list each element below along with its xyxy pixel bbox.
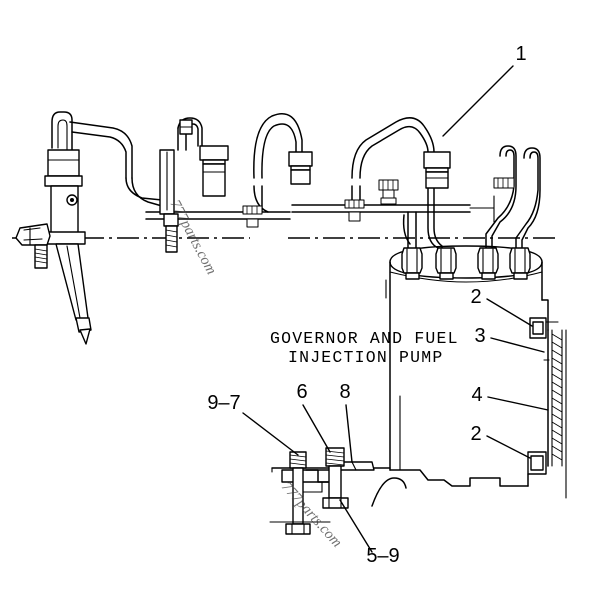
pump-outlet-hex-fittings xyxy=(401,247,531,280)
governor-and-fuel-injection-pump-housing xyxy=(385,245,543,471)
callout-6: 6 xyxy=(296,381,307,403)
fuel-line-coupling-fittings xyxy=(199,145,515,228)
callout-5-9: 5–9 xyxy=(366,545,399,567)
callout-1: 1 xyxy=(515,43,526,65)
callout-leader-lines xyxy=(242,65,549,553)
fuel-line-bracket-and-stud xyxy=(159,119,193,253)
pump-mounting-gasket-strip xyxy=(551,329,563,467)
callout-4: 4 xyxy=(471,384,482,406)
callout-2b: 2 xyxy=(470,423,481,445)
callout-2a: 2 xyxy=(470,286,481,308)
pump-mounting-bolts-and-washers xyxy=(269,447,391,535)
callout-3: 3 xyxy=(474,325,485,347)
engine-block-mounting-face xyxy=(371,299,567,507)
fuel-injector-nozzle-assembly xyxy=(15,111,92,345)
watermark-lower: 777parts.com xyxy=(278,479,345,551)
assembly-title-line-2: INJECTION PUMP xyxy=(288,348,443,367)
callout-9-7: 9–7 xyxy=(207,392,240,414)
callout-8: 8 xyxy=(339,381,350,403)
watermark-upper: 777parts.com xyxy=(166,197,219,277)
assembly-title-line-1: GOVERNOR AND FUEL xyxy=(270,329,459,348)
